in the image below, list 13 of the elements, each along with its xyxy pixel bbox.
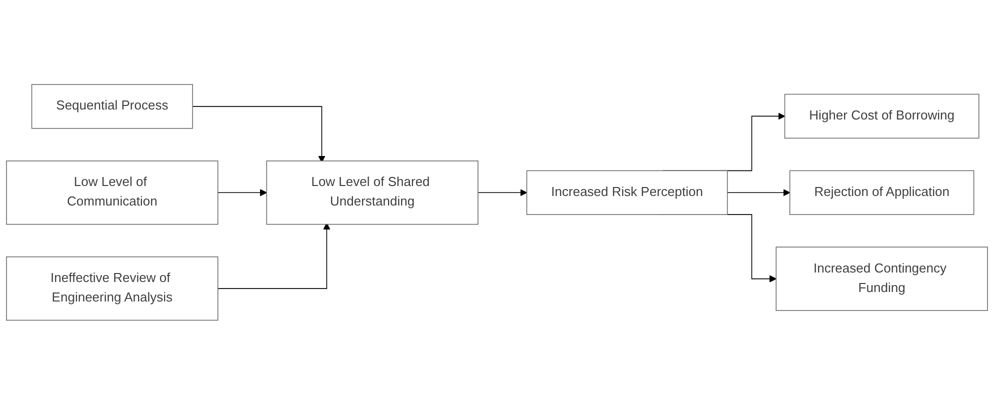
arrow bbox=[217, 188, 267, 196]
node-box: Low Level of Shared Understanding bbox=[266, 160, 478, 224]
node-box: Increased Risk Perception bbox=[526, 170, 728, 215]
node-box: Higher Cost of Borrowing bbox=[784, 93, 980, 138]
node-box: Ineffective Review of Engineering Analysis bbox=[6, 256, 218, 320]
arrow bbox=[192, 106, 326, 162]
arrow bbox=[726, 188, 790, 196]
arrow bbox=[478, 188, 528, 196]
node-box: Rejection of Application bbox=[789, 170, 974, 215]
arrow bbox=[217, 222, 330, 289]
node-box: Low Level of Communication bbox=[6, 160, 218, 224]
node-box: Increased Contingency Funding bbox=[776, 246, 988, 311]
node-box: Sequential Process bbox=[31, 84, 194, 128]
